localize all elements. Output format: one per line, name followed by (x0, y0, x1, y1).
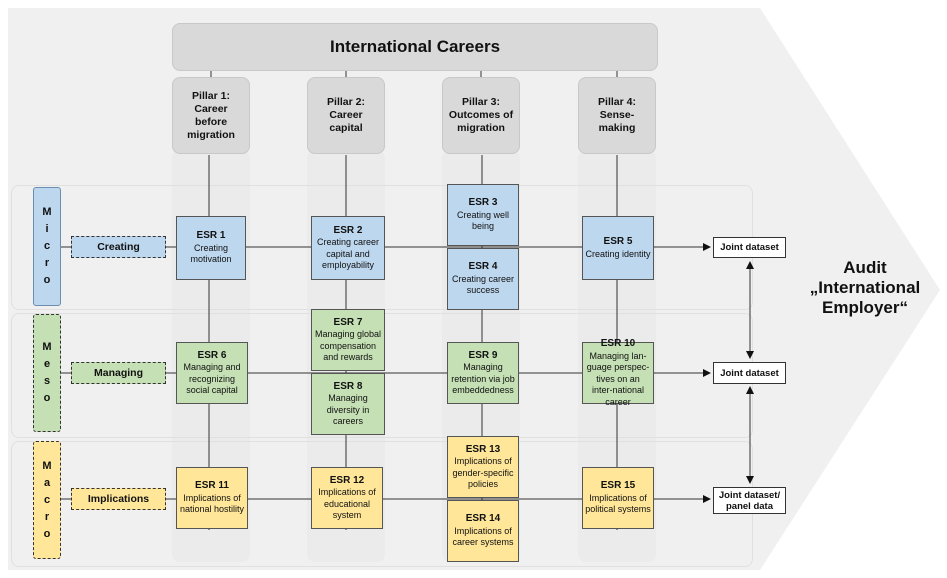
joint-dataset-meso: Joint dataset (713, 362, 786, 384)
esr-text: Implications of political systems (585, 492, 651, 515)
esr-3-box: ESR 3 Creating well being (447, 184, 519, 246)
esr-code: ESR 11 (195, 480, 229, 492)
joint-dataset-macro: Joint dataset/ panel data (713, 487, 786, 514)
esr-code: ESR 15 (600, 480, 636, 492)
esr-text: Creating career capital and employabilit… (316, 237, 380, 270)
esr-5-box: ESR 5 Creating identity (582, 216, 654, 280)
esr-10-box: ESR 10 Managing lan-guage perspec-tives … (582, 338, 654, 407)
esr-text: Creating motivation (190, 242, 232, 265)
level-macro: M a c r o (33, 441, 61, 559)
esr-code: ESR 1 (196, 230, 226, 242)
activity-creating: Creating (71, 236, 166, 258)
pillar-3: Pillar 3: Outcomes of migration (442, 77, 520, 154)
esr-code: ESR 12 (329, 474, 365, 486)
esr-code: ESR 3 (468, 197, 498, 209)
esr-text: Creating career success (451, 273, 515, 296)
esr-code: ESR 8 (333, 380, 363, 392)
esr-text: Implications of gender-specific policies (452, 456, 514, 489)
level-micro: M i c r o (33, 187, 61, 306)
level-letter: M (42, 341, 52, 353)
esr-code: ESR 10 (600, 338, 636, 349)
activity-implications: Implications (71, 488, 166, 510)
esr-code: ESR 13 (465, 443, 501, 455)
audit-line-3: Employer“ (822, 298, 908, 317)
audit-label: Audit „International Employer“ (805, 258, 925, 318)
activity-managing: Managing (71, 362, 166, 384)
audit-line-2: „International (809, 278, 921, 297)
level-letter: M (42, 206, 52, 218)
esr-1-box: ESR 1 Creating motivation (176, 216, 246, 280)
esr-text: Implications of national hostility (179, 492, 245, 515)
esr-code: ESR 14 (465, 513, 501, 525)
level-letter: s (43, 375, 51, 387)
esr-text: Creating well being (456, 209, 510, 232)
level-letter: o (43, 274, 51, 286)
esr-9-box: ESR 9 Managing retention via job embedde… (447, 342, 519, 404)
diagram-title: International Careers (172, 23, 658, 71)
level-letter: e (43, 358, 51, 370)
esr-14-box: ESR 14 Implications of career systems (447, 500, 519, 562)
esr-text: Managing and recognizing social capital (183, 362, 241, 395)
level-letter: r (44, 257, 50, 269)
level-letter: c (43, 240, 51, 252)
esr-8-box: ESR 8 Managing diversity in careers (311, 373, 385, 435)
level-letter: r (44, 510, 50, 523)
level-letter: i (45, 223, 49, 235)
esr-text: Implications of educational system (318, 487, 376, 520)
esr-code: ESR 4 (468, 261, 498, 273)
level-meso: M e s o (33, 314, 61, 432)
esr-code: ESR 7 (333, 316, 363, 328)
esr-4-box: ESR 4 Creating career success (447, 248, 519, 310)
esr-text: Creating identity (585, 248, 651, 259)
esr-code: ESR 9 (468, 349, 498, 361)
esr-code: ESR 6 (197, 349, 227, 361)
esr-15-box: ESR 15 Implications of political systems (582, 467, 654, 529)
esr-13-box: ESR 13 Implications of gender-specific p… (447, 436, 519, 498)
level-letter: c (43, 493, 51, 506)
esr-text: Managing retention via job embeddedness (451, 362, 515, 395)
esr-text: Managing global compensation and rewards (314, 329, 382, 362)
level-letter: a (43, 476, 51, 489)
esr-text: Managing diversity in careers (326, 393, 370, 426)
esr-code: ESR 5 (603, 236, 633, 247)
esr-text: Managing lan-guage perspec-tives on an i… (586, 350, 650, 407)
joint-dataset-micro: Joint dataset (713, 237, 786, 258)
pillar-1: Pillar 1: Career before migration (172, 77, 250, 154)
esr-6-box: ESR 6 Managing and recognizing social ca… (176, 342, 248, 404)
esr-7-box: ESR 7 Managing global compensation and r… (311, 309, 385, 371)
esr-text: Implications of career systems (452, 525, 514, 548)
pillar-4: Pillar 4: Sense-making (578, 77, 656, 154)
pillar-2: Pillar 2: Career capital (307, 77, 385, 154)
esr-12-box: ESR 12 Implications of educational syste… (311, 467, 383, 529)
audit-line-1: Audit (843, 258, 887, 277)
level-letter: M (42, 459, 52, 472)
esr-2-box: ESR 2 Creating career capital and employ… (311, 216, 385, 280)
esr-11-box: ESR 11 Implications of national hostilit… (176, 467, 248, 529)
level-letter: o (43, 527, 51, 540)
level-letter: o (43, 392, 51, 404)
esr-code: ESR 2 (333, 224, 363, 236)
